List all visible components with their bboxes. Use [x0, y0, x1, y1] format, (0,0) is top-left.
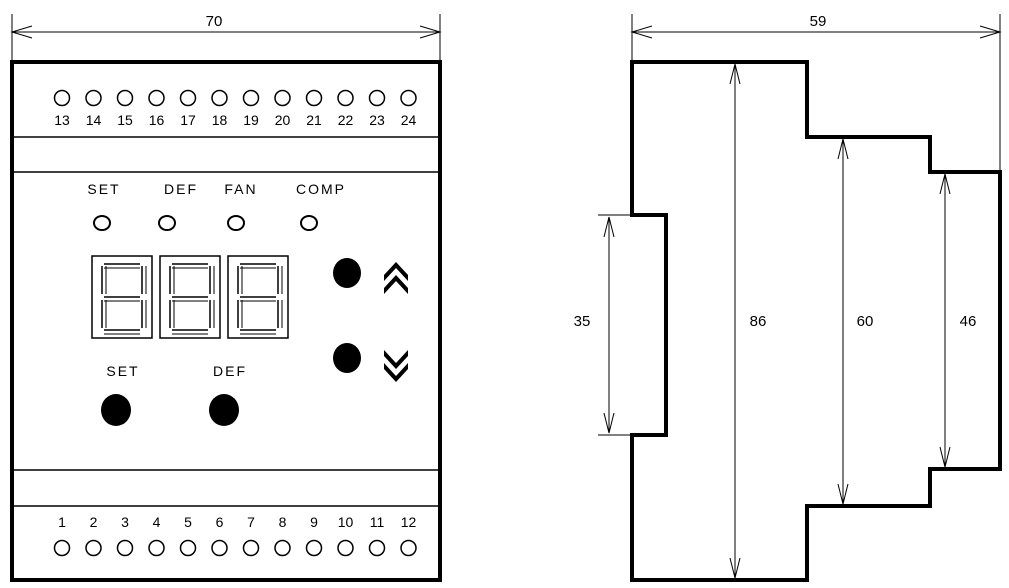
total-height-dimension [729, 63, 741, 579]
top-terminal-number-18: 18 [212, 112, 228, 128]
bottom-terminal-number-9: 9 [310, 514, 318, 530]
front-height-dimension [939, 173, 951, 468]
top-terminal-row: 13 14 15 16 17 18 19 20 21 22 23 24 [53, 89, 417, 128]
def-button-label: DEF [213, 363, 247, 379]
front-height-label: 46 [960, 313, 977, 330]
led-set [93, 215, 111, 231]
bottom-terminal-12 [400, 539, 417, 557]
middle-height-label: 60 [857, 313, 874, 330]
side-profile-outline [630, 60, 1002, 582]
display-digit-1 [91, 255, 153, 339]
top-terminal-18 [211, 89, 228, 107]
down-chevron-icon [384, 350, 408, 382]
set-button-label: SET [106, 363, 139, 379]
top-terminal-15 [116, 89, 134, 107]
led-label-def: DEF [164, 181, 198, 197]
bottom-terminal-number-3: 3 [121, 514, 129, 530]
bottom-terminal-number-4: 4 [153, 514, 161, 530]
rail-dimension-label: 35 [574, 313, 591, 330]
bottom-terminal-number-7: 7 [247, 514, 255, 530]
set-button[interactable] [101, 394, 131, 426]
seven-segment-display [91, 255, 289, 339]
bottom-terminal-number-6: 6 [216, 514, 224, 530]
front-width-label: 70 [206, 13, 223, 30]
bottom-terminal-number-11: 11 [370, 514, 385, 530]
total-height-label: 86 [750, 313, 767, 330]
top-terminal-20 [274, 89, 291, 107]
side-width-label: 59 [810, 13, 827, 30]
bottom-terminal-number-12: 12 [401, 514, 417, 530]
bottom-terminal-number-5: 5 [184, 514, 192, 530]
up-button[interactable] [333, 258, 361, 288]
bottom-terminal-7 [242, 539, 260, 557]
display-digit-2 [159, 255, 221, 339]
top-terminal-number-20: 20 [275, 112, 291, 128]
top-terminal-number-14: 14 [86, 112, 102, 128]
bottom-terminal-10 [337, 539, 354, 557]
up-chevron-icon [384, 262, 408, 294]
top-terminal-16 [148, 89, 165, 107]
rail-dimension [598, 214, 632, 436]
bottom-terminal-1 [53, 539, 71, 557]
top-terminal-13 [53, 89, 71, 107]
top-terminal-22 [337, 89, 354, 107]
led-comp [300, 215, 318, 231]
bottom-terminal-number-2: 2 [90, 514, 98, 530]
front-body-outline [10, 60, 442, 582]
down-button[interactable] [333, 343, 361, 373]
top-terminal-14 [85, 89, 102, 107]
side-view: 59 [574, 13, 1002, 582]
bottom-terminal-8 [274, 539, 291, 557]
top-terminal-number-19: 19 [243, 112, 259, 128]
led-label-fan: FAN [224, 181, 257, 197]
bottom-terminal-number-1: 1 [58, 514, 66, 530]
def-button[interactable] [209, 394, 239, 426]
top-terminal-number-21: 21 [306, 112, 322, 128]
bottom-terminal-9 [305, 539, 323, 557]
bottom-terminal-number-10: 10 [338, 514, 354, 530]
bottom-terminal-11 [368, 539, 386, 557]
side-width-dimension [630, 14, 1002, 170]
top-terminal-17 [179, 89, 197, 107]
front-width-dimension [10, 14, 442, 60]
top-terminal-number-15: 15 [117, 112, 133, 128]
top-terminal-number-13: 13 [54, 112, 70, 128]
middle-height-dimension [837, 138, 849, 505]
led-def [158, 215, 176, 231]
top-terminal-number-22: 22 [338, 112, 354, 128]
display-digit-3 [227, 255, 289, 339]
top-terminal-number-24: 24 [401, 112, 417, 128]
bottom-terminal-number-8: 8 [279, 514, 287, 530]
bottom-terminal-5 [179, 539, 197, 557]
top-terminal-number-17: 17 [180, 112, 196, 128]
bottom-terminal-3 [116, 539, 134, 557]
bottom-terminal-6 [211, 539, 228, 557]
bottom-terminal-2 [85, 539, 102, 557]
led-label-set: SET [87, 181, 120, 197]
top-terminal-number-23: 23 [369, 112, 385, 128]
top-terminal-19 [242, 89, 260, 107]
top-terminal-24 [400, 89, 417, 107]
led-label-comp: COMP [296, 181, 346, 197]
top-terminal-number-16: 16 [149, 112, 165, 128]
bottom-terminal-4 [148, 539, 165, 557]
top-terminal-23 [368, 89, 386, 107]
top-terminal-21 [305, 89, 323, 107]
led-fan [227, 215, 245, 231]
